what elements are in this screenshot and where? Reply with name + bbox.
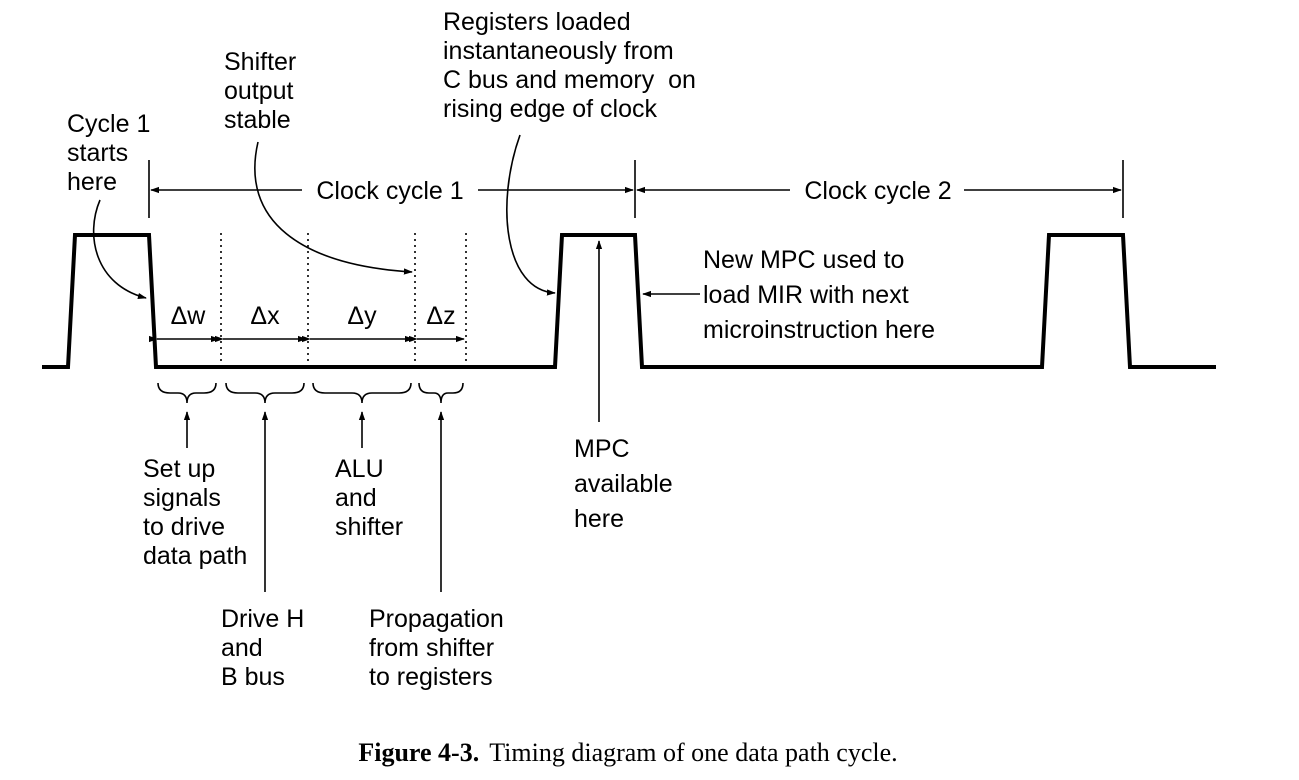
registers-loaded-label: Registers loaded instantaneously from C … (443, 8, 703, 123)
clock-cycle-2-label: Clock cycle 2 (804, 177, 951, 205)
mpc-available-label: MPC available here (574, 435, 680, 533)
shifter-stable-arrow (254, 141, 413, 275)
delta-z-label: Δz (426, 302, 455, 330)
brace-delta-w (157, 382, 217, 404)
clock-waveform (42, 233, 1216, 369)
setup-signals-label: Set up signals to drive data path (143, 455, 247, 570)
figure-caption-text: Timing diagram of one data path cycle. (489, 738, 897, 767)
clock-cycle-1-label: Clock cycle 1 (316, 177, 463, 205)
cycle1-start-label: Cycle 1 starts here (67, 110, 157, 196)
alu-shifter-label: ALU and shifter (335, 455, 403, 541)
brace-delta-z (418, 382, 464, 404)
propagation-label: Propagation from shifter to registers (369, 605, 511, 691)
registers-loaded-arrow (506, 134, 556, 296)
figure-label: Figure 4-3. (358, 738, 479, 767)
new-mpc-label: New MPC used to load MIR with next micro… (703, 246, 935, 344)
cycle1-start-arrow (92, 199, 147, 300)
brace-delta-x (225, 382, 305, 404)
delta-y-label: Δy (347, 302, 377, 330)
brace-delta-y (312, 382, 412, 404)
delta-x-label: Δx (250, 302, 280, 330)
drive-h-b-label: Drive H and B bus (221, 605, 311, 691)
shifter-stable-label: Shifter output stable (224, 48, 303, 134)
figure-caption: Figure 4-3. Timing diagram of one data pa… (358, 738, 897, 767)
delta-w-label: Δw (171, 302, 207, 330)
